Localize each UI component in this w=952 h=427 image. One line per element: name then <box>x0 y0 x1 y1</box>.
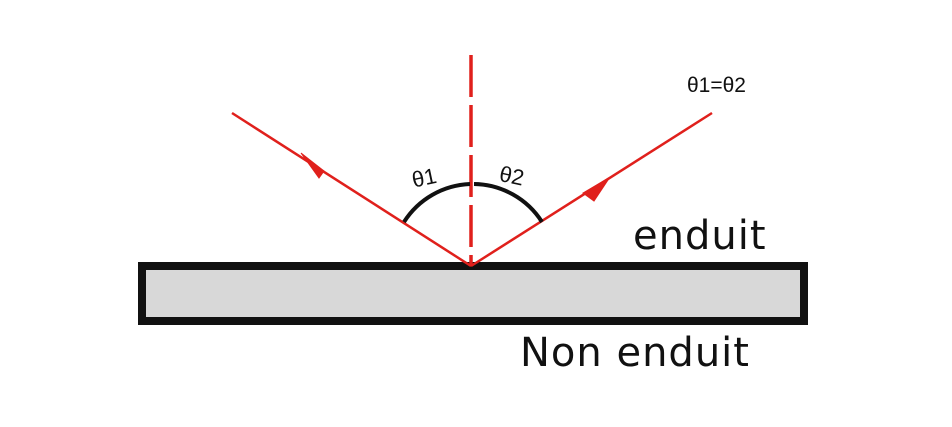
equality-label: θ1=θ2 <box>687 74 746 97</box>
substrate-plate <box>138 262 808 325</box>
reflected-arrow-icon <box>582 176 611 202</box>
angle-arc-theta2 <box>473 182 544 224</box>
coated-label: enduit <box>633 213 767 259</box>
angle-arc-theta1 <box>402 182 471 224</box>
uncoated-label: Non enduit <box>520 330 750 376</box>
theta1-label: θ1 <box>409 162 439 193</box>
incident-arrow-icon <box>300 152 325 179</box>
theta2-label: θ2 <box>497 161 527 191</box>
incident-ray <box>231 111 472 268</box>
